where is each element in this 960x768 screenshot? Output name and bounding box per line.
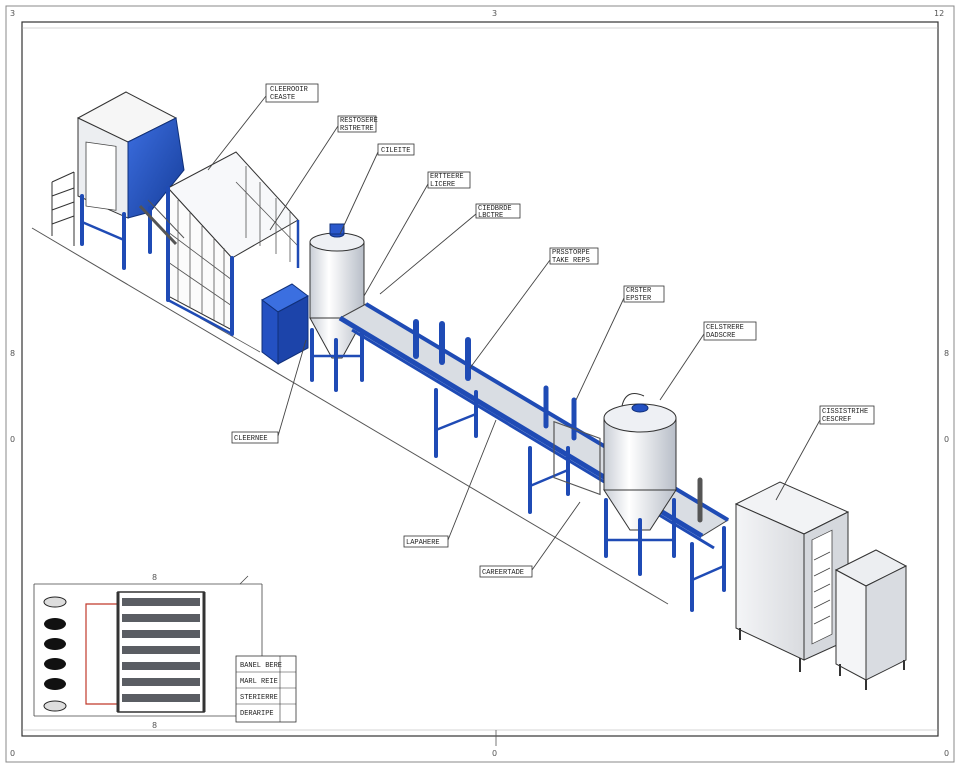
auxiliary-cabinet (834, 549, 908, 690)
callout-8: CELSTRERE DADSCRE (659, 321, 757, 401)
control-cabinet (734, 481, 850, 672)
border-marks: 3 3 12 8 0 8 0 0 0 0 (10, 9, 949, 758)
svg-text:CAREERTADE: CAREERTADE (482, 569, 524, 577)
border-mark-top-center: 3 (492, 9, 497, 18)
silo-2 (603, 393, 677, 576)
callout-3: CILEITE (339, 143, 415, 235)
border-mark-bottom-center: 0 (492, 749, 497, 758)
motor-housing (261, 283, 309, 365)
svg-text:CISSISTRIHE: CISSISTRIHE (822, 408, 868, 416)
svg-text:LAPAHERE: LAPAHERE (406, 539, 440, 547)
title-block: BANEL BERE MARL REIE STERIERRE DERARIPE (235, 655, 297, 723)
callout-1: CLEEROOIR CEASTE (207, 83, 319, 171)
callout-7: CRSTER EPSTER (575, 285, 665, 401)
svg-text:ERTTEERE: ERTTEERE (430, 173, 464, 181)
border-mark-bottom-right: 0 (944, 749, 949, 758)
detail-dimension-top: 8 (152, 573, 157, 582)
title-block-row-2: MARL REIE (240, 678, 278, 686)
title-block-row-3: STERIERRE (240, 694, 278, 702)
detail-view: 8 8 (33, 573, 263, 730)
feeder-unit (51, 91, 185, 270)
svg-text:RSTRETRE: RSTRETRE (340, 125, 374, 133)
border-mark-right-1: 8 (944, 349, 949, 358)
callout-5: CIEDBRDE LBCTRE (379, 203, 521, 295)
svg-text:TAKE REPS: TAKE REPS (552, 257, 590, 265)
svg-text:LBCTRE: LBCTRE (478, 212, 503, 220)
detail-dimension-bottom: 8 (152, 721, 157, 730)
svg-text:CIEDBRDE: CIEDBRDE (478, 205, 512, 213)
access-ladder (51, 171, 75, 246)
callout-9: CISSISTRIHE CESCREF (775, 405, 875, 501)
callout-10: CLEERNEE (231, 339, 307, 444)
svg-text:CESCREF: CESCREF (822, 416, 851, 424)
callout-11: LAPAHERE (403, 419, 497, 548)
callout-2: RESTOSERE RSTRETRE (269, 115, 378, 231)
border-mark-bottom-left: 0 (10, 749, 15, 758)
callout-6: PRSSTORPE TAKE REPS (469, 247, 599, 369)
screening-frame (138, 151, 300, 336)
svg-text:CELSTRERE: CELSTRERE (706, 324, 744, 332)
border-mark-left-2: 0 (10, 435, 15, 444)
border-mark-top-left: 3 (10, 9, 15, 18)
border-mark-top-right: 12 (934, 9, 944, 18)
svg-text:CLEERNEE: CLEERNEE (234, 435, 268, 443)
svg-text:LICERE: LICERE (430, 181, 455, 189)
callout-4: ERTTEERE LICERE (363, 171, 471, 297)
svg-text:CRSTER: CRSTER (626, 287, 652, 295)
svg-text:RESTOSERE: RESTOSERE (340, 117, 378, 125)
callout-labels: CLEEROOIR CEASTE RESTOSERE RSTRETRE CILE… (207, 83, 875, 578)
svg-text:CILEITE: CILEITE (381, 147, 410, 155)
title-block-row-1: BANEL BERE (240, 662, 282, 670)
svg-text:EPSTER: EPSTER (626, 295, 652, 303)
callout-12: CAREERTADE (479, 501, 581, 578)
svg-text:CLEEROOIR: CLEEROOIR (270, 86, 309, 94)
svg-text:PRSSTORPE: PRSSTORPE (552, 249, 590, 257)
drawing-frame (5, 5, 955, 763)
silo-1 (309, 223, 365, 392)
svg-text:CEASTE: CEASTE (270, 94, 295, 102)
border-mark-right-2: 0 (944, 435, 949, 444)
svg-text:DADSCRE: DADSCRE (706, 332, 735, 340)
title-block-row-4: DERARIPE (240, 710, 274, 718)
border-mark-left-1: 8 (10, 349, 15, 358)
